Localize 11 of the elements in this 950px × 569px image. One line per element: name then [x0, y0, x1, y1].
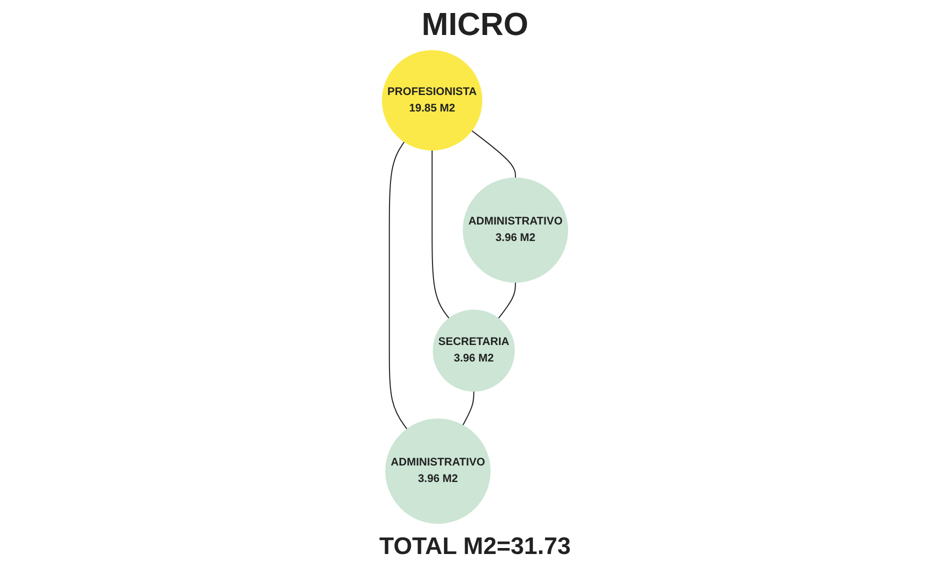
connector: [471, 130, 516, 178]
node-circle: SECRETARIA 3.96 M2: [432, 310, 515, 392]
node-circle: ADMINISTRATIVO 3.96 M2: [462, 177, 568, 283]
connector: [462, 391, 474, 426]
node-circle: PROFESIONISTA 19.85 M2: [382, 50, 482, 151]
connector: [388, 141, 408, 430]
connector: [498, 282, 516, 319]
diagram-title: MICRO: [422, 6, 528, 43]
node-circle: ADMINISTRATIVO 3.96 M2: [385, 418, 491, 524]
connector: [432, 150, 450, 319]
total-note: TOTAL M2=31.73: [379, 533, 571, 561]
